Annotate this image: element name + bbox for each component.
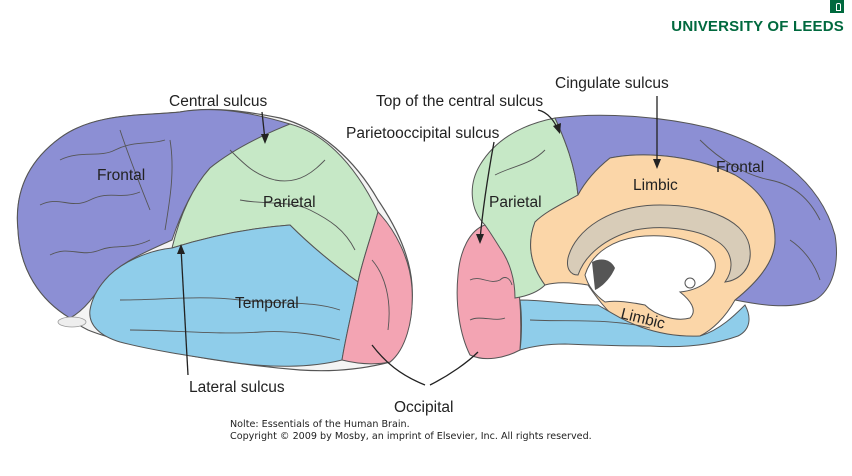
parietooccipital-sulcus-label: Parietooccipital sulcus: [346, 125, 500, 142]
lateral-gyri: [39, 129, 390, 341]
occipital-label: Occipital: [394, 399, 453, 416]
medial-parietal-label: Parietal: [489, 194, 542, 211]
image-credit: Nolte: Essentials of the Human Brain. Co…: [230, 419, 592, 443]
university-logo: UNIVERSITY OF LEEDS: [644, 0, 844, 40]
credit-line-1: Nolte: Essentials of the Human Brain.: [230, 419, 410, 430]
credit-line-2: Copyright © 2009 by Mosby, an imprint of…: [230, 431, 592, 442]
leader-lines: [180, 96, 658, 386]
ventricle-shadow: [592, 259, 615, 290]
university-crest-icon: [830, 0, 844, 13]
lateral-brain-view: [16, 108, 413, 372]
lateral-temporal-label: Temporal: [235, 295, 299, 312]
occipital-leader-right: [429, 351, 479, 386]
parietooccipital-sulcus-leader: [479, 141, 495, 241]
medial-gyri: [469, 139, 821, 329]
diencephalon: [584, 235, 716, 320]
lateral-frontal-label: Frontal: [97, 167, 145, 184]
medial-brain-view: [456, 114, 837, 360]
top-central-sulcus-label: Top of the central sulcus: [376, 93, 543, 110]
medial-limbic-upper-label: Limbic: [633, 177, 678, 194]
mammillary-body: [684, 277, 696, 289]
central-sulcus-label: Central sulcus: [169, 93, 267, 110]
cingulate-sulcus-label: Cingulate sulcus: [555, 75, 669, 92]
lateral-sulcus-leader: [180, 247, 189, 376]
lateral-parietal-label: Parietal: [263, 194, 316, 211]
lateral-sulcus-label: Lateral sulcus: [189, 379, 285, 396]
occipital-leader-left: [371, 344, 426, 386]
medial-frontal-label: Frontal: [716, 159, 764, 176]
corpus-callosum: [567, 204, 751, 283]
lateral-frontal-lobe: [16, 109, 292, 319]
lateral-occipital-lobe: [341, 211, 413, 365]
university-name: UNIVERSITY OF LEEDS: [671, 18, 844, 35]
leader-arrowheads: [177, 123, 661, 254]
lateral-brainstem-tip: [57, 316, 87, 328]
